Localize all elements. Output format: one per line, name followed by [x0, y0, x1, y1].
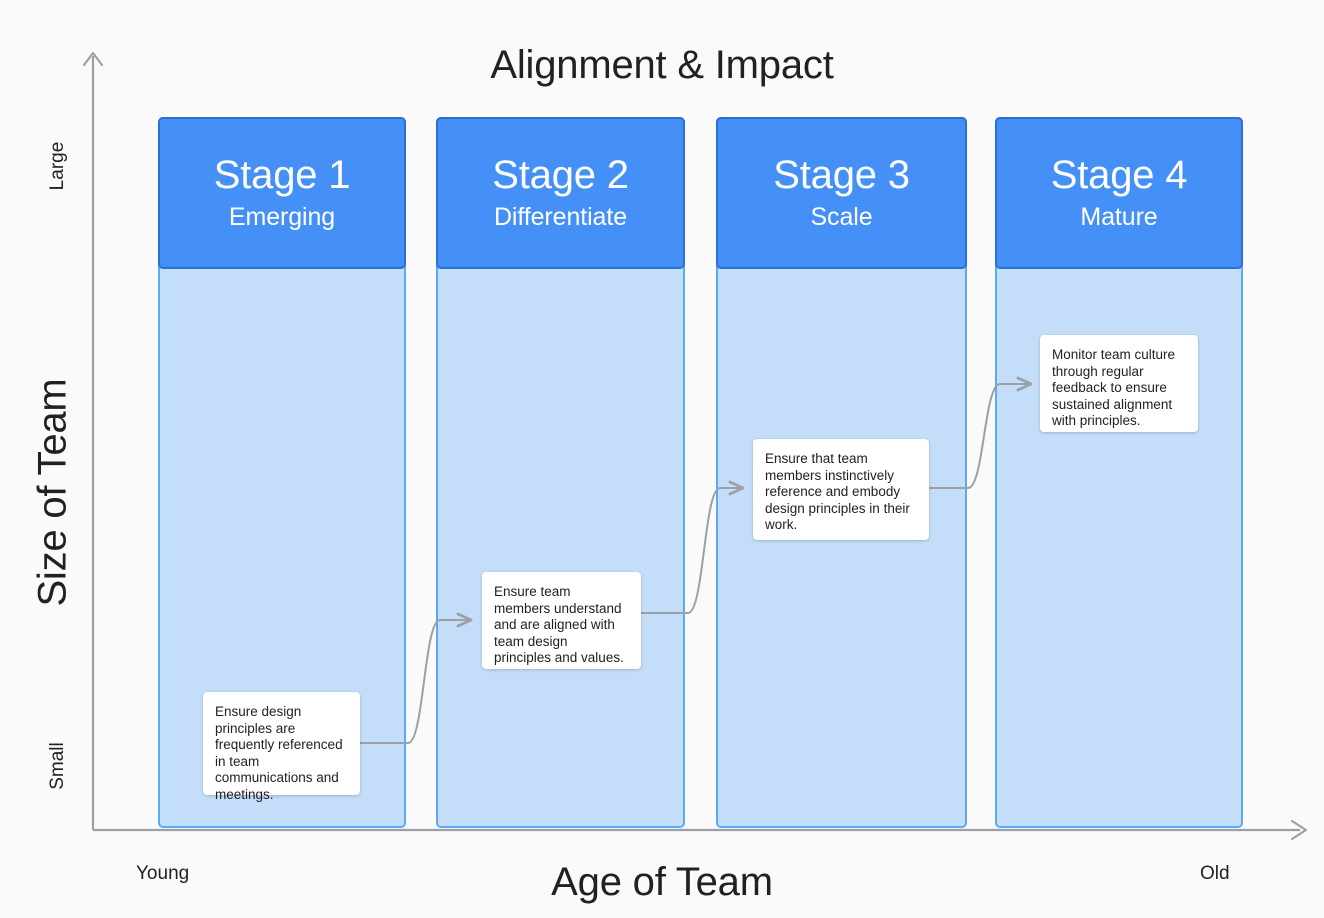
stage-header-3[interactable]: Stage 3 Scale	[716, 117, 967, 269]
stage-note-text-3: Ensure that team members instinctively r…	[765, 451, 910, 532]
x-axis-tick-young: Young	[136, 863, 190, 884]
stage-column-4[interactable]: Stage 4 Mature	[995, 117, 1243, 828]
x-axis-tick-old: Old	[1200, 863, 1230, 884]
x-axis-title: Age of Team	[551, 860, 773, 904]
stage-note-card-4[interactable]: Monitor team culture through regular fee…	[1040, 335, 1198, 432]
stage-name-1: Stage 1	[213, 153, 351, 198]
y-axis-tick-large: Large	[47, 141, 68, 191]
stage-subtitle-2: Differentiate	[493, 203, 628, 232]
stage-header-1[interactable]: Stage 1 Emerging	[158, 117, 406, 269]
stage-note-text-4: Monitor team culture through regular fee…	[1052, 347, 1176, 428]
stage-subtitle-3: Scale	[810, 203, 873, 232]
stage-name-4: Stage 4	[1050, 153, 1188, 198]
stage-header-4[interactable]: Stage 4 Mature	[995, 117, 1243, 269]
stage-note-card-2[interactable]: Ensure team members understand and are a…	[482, 572, 641, 669]
stage-subtitle-1: Emerging	[228, 203, 336, 232]
stage-note-card-1[interactable]: Ensure design principles are frequently …	[203, 692, 360, 802]
stage-subtitle-4: Mature	[1080, 203, 1158, 232]
stage-column-1[interactable]: Stage 1 Emerging	[158, 117, 406, 828]
stage-name-3: Stage 3	[773, 153, 910, 198]
stage-column-2[interactable]: Stage 2 Differentiate	[436, 117, 685, 828]
stage-note-text-2: Ensure team members understand and are a…	[494, 584, 624, 665]
stage-note-text-1: Ensure design principles are frequently …	[215, 704, 343, 802]
stage-name-2: Stage 2	[492, 153, 629, 198]
y-axis-tick-small: Small	[47, 742, 68, 790]
page-title: Alignment & Impact	[490, 43, 834, 87]
stage-header-2[interactable]: Stage 2 Differentiate	[436, 117, 685, 269]
y-axis-title: Size of Team	[30, 378, 75, 607]
stage-note-card-3[interactable]: Ensure that team members instinctively r…	[753, 439, 929, 540]
